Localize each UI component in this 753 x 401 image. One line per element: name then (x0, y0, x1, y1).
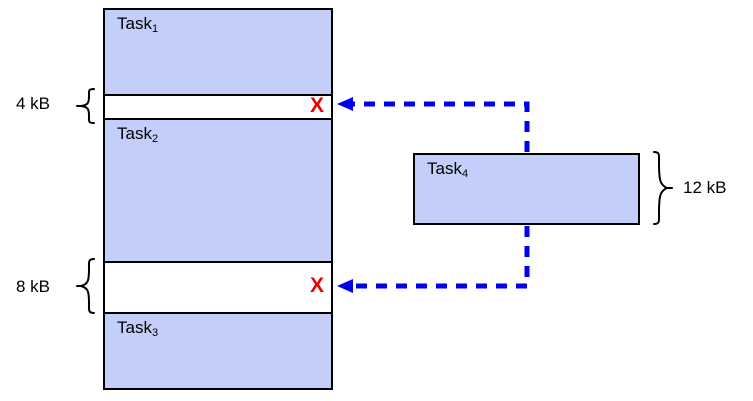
incoming-task-label-text: Task (427, 159, 462, 178)
memory-segment-task2: Task2 (105, 118, 331, 263)
incoming-task-box: Task4 (413, 153, 640, 225)
segment-label-task2-text: Task (117, 124, 152, 143)
memory-segment-task3: Task3 (105, 312, 331, 388)
segment-label-task3-subscript: 3 (151, 327, 159, 339)
memory-hole-4kb: X (105, 94, 331, 118)
memory-column: Task1 X Task2 X Task3 (103, 8, 333, 390)
incoming-task-label: Task4 (427, 159, 469, 180)
reject-x-icon-4kb: X (309, 94, 324, 117)
size-label-12kb: 12 kB (683, 178, 727, 197)
segment-label-task3: Task3 (117, 318, 159, 339)
segment-label-task3-text: Task (117, 318, 152, 337)
segment-label-task1-subscript: 1 (151, 23, 159, 35)
segment-label-task1: Task1 (117, 14, 159, 35)
size-label-4kb: 4 kB (16, 94, 51, 113)
arrow-to-4kb-hole (337, 97, 530, 152)
memory-segment-task1: Task1 (105, 10, 331, 96)
brace-4kb (76, 88, 95, 124)
reject-x-icon-8kb: X (309, 274, 324, 297)
memory-hole-8kb: X (105, 263, 331, 312)
arrow-to-8kb-hole (337, 226, 530, 293)
size-label-8kb: 8 kB (16, 277, 51, 296)
brace-12kb (653, 151, 673, 225)
segment-label-task2-subscript: 2 (151, 133, 159, 145)
brace-8kb (76, 258, 95, 314)
segment-label-task1-text: Task (117, 14, 152, 33)
incoming-task-label-subscript: 4 (461, 168, 469, 180)
segment-label-task2: Task2 (117, 124, 159, 145)
